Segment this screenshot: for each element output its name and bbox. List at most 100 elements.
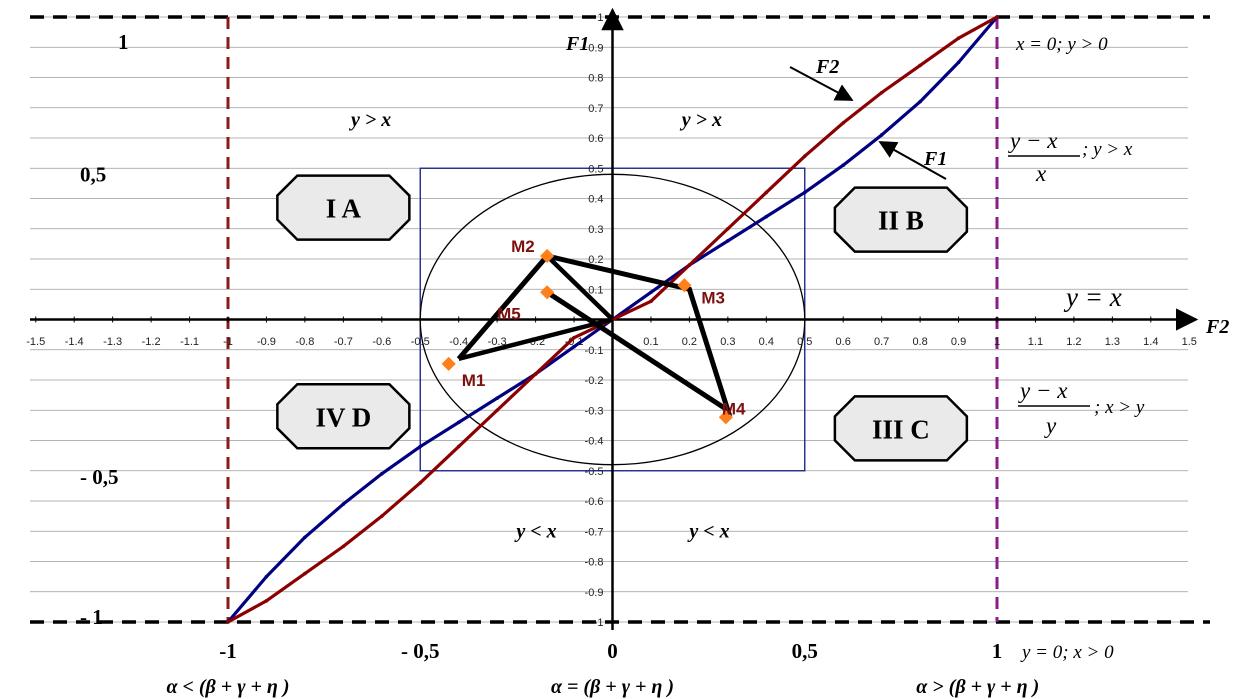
series-point-F1 [879,133,884,137]
bottom-condition-label: α = (β + γ + η ) [551,676,674,698]
point-marker-M2 [540,248,555,264]
x-tick-label: 0.3 [720,336,735,348]
condition-label: y > x [349,109,391,131]
series-point-F1 [418,444,423,449]
series-point-F2 [418,481,423,485]
series-point-F2 [456,444,461,449]
point-marker-M1 [441,356,456,371]
series-point-F1 [726,239,730,243]
y-tick-label: -0.3 [585,405,604,417]
y-axis-label: F1 [565,33,589,55]
series-point-F1 [918,99,922,104]
point-label-M5: M5 [497,304,521,323]
x-tick-label: -0.9 [257,336,276,348]
y-tick-label: -1 [594,617,604,629]
bottom-condition-label: α < (β + γ + η ) [166,676,289,698]
fraction2-condition: ; x > y [1094,397,1145,418]
origin-link [458,317,614,362]
y-tick-label: 0.1 [588,284,603,296]
fraction2-denominator: y [1044,413,1057,438]
condition-label: y < x [687,520,729,542]
fraction1-numerator: y − x [1008,128,1058,153]
condition-label: y < x [514,520,556,542]
y-tick-label: 0.4 [588,194,603,206]
series-point-F2 [918,63,922,68]
region-label: III C [872,414,930,444]
series-point-F1 [956,60,961,65]
x-tick-label: 1.4 [1143,336,1158,348]
region-box [833,186,969,253]
left-axis-label: 0,5 [80,162,106,186]
point-marker-M3 [677,278,692,293]
x-tick-label: -1.2 [142,336,161,348]
bottom-axis-label: - 0,5 [401,639,440,663]
series-point-F1 [649,290,653,295]
x-tick-label: 1.1 [1028,336,1043,348]
x-tick-label: -1.5 [26,336,45,348]
point-label-M1: M1 [462,371,486,390]
series-point-F2 [303,571,307,576]
curve-pointer-F1 [878,141,947,180]
curve-label-F2: F2 [815,56,839,78]
y-tick-label: -0.2 [585,375,604,387]
y-tick-label: -0.9 [585,587,604,599]
x-tick-label: -0.7 [334,336,353,348]
series-point-F2 [841,121,845,125]
series-point-F1 [456,420,461,425]
fraction1-condition: ; y > x [1082,139,1133,160]
series-point-F1 [841,163,845,168]
x-tick-label: 0.6 [836,336,851,348]
curve-label-F1: F1 [923,148,947,170]
y-tick-label: 0.2 [588,254,603,266]
series-point-F2 [264,599,269,603]
x-tick-label: 0.2 [682,336,697,348]
left-axis-label: - 0,5 [80,465,119,489]
note-bottom: y = 0; x > 0 [1020,642,1114,663]
series-point-F2 [572,335,576,340]
y-tick-label: 0.6 [588,133,603,145]
series-point-F2 [687,263,692,267]
point-marker-M5 [540,285,555,300]
x-tick-label: -1.3 [103,336,122,348]
series-point-F1 [495,396,499,400]
point-marker-M4 [718,410,733,425]
y-tick-label: -0.8 [585,557,604,569]
series-point-F2 [380,514,384,518]
origin-link [545,254,615,322]
x-tick-label: 0.9 [951,336,966,348]
x-tick-label: 1.5 [1182,336,1197,348]
x-tick-label: 0.1 [643,336,658,348]
series-point-F1 [802,190,807,195]
y-tick-label: -0.5 [585,466,604,478]
x-tick-label: -0.3 [488,336,507,348]
y-tick-label: 0.8 [588,73,603,85]
bottom-axis-label: 1 [992,639,1003,663]
x-tick-label: -1 [223,336,233,348]
x-tick-label: -0.5 [411,336,430,348]
y-tick-label: 0.5 [588,163,603,175]
series-point-F1 [341,502,346,506]
region-box [833,395,969,462]
region-box [276,383,411,450]
point-label-M4: M4 [722,399,746,418]
left-axis-label: 1 [118,30,129,54]
region-box [276,174,411,241]
series-point-F2 [495,408,499,413]
region-labels: I A II B IV D III C [276,174,969,462]
series-point-F2 [956,36,961,40]
region-label: IV D [315,402,371,432]
bottom-condition-label: α > (β + γ + η ) [916,676,1039,698]
y-tick-label: 1 [597,12,603,24]
series-point-F2 [726,226,730,231]
region-label: II B [878,206,924,236]
x-tick-label: 0.8 [912,336,927,348]
series-point-F2 [226,620,230,624]
y-tick-label: -0.6 [585,496,604,508]
y-tick-label: -0.1 [585,345,604,357]
region-label: I A [326,194,362,224]
y-tick-label: 0.7 [588,103,603,115]
